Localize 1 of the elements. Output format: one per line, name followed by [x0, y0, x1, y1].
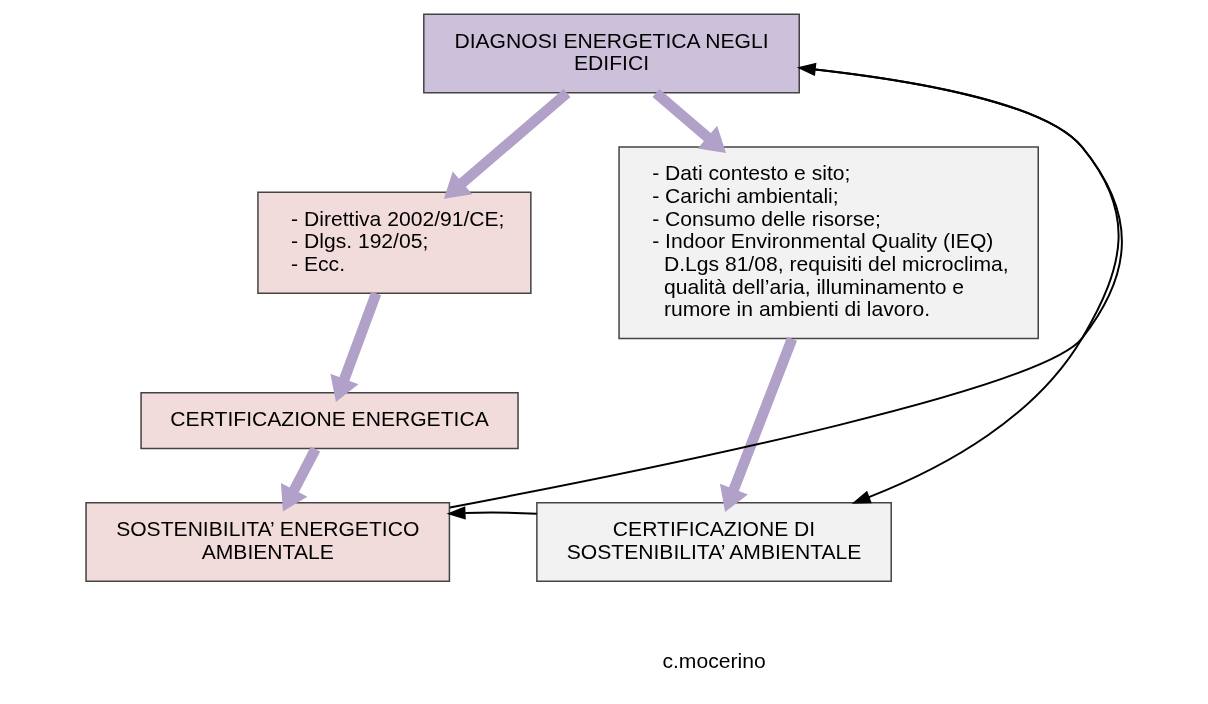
label: c.mocerino	[662, 649, 766, 673]
